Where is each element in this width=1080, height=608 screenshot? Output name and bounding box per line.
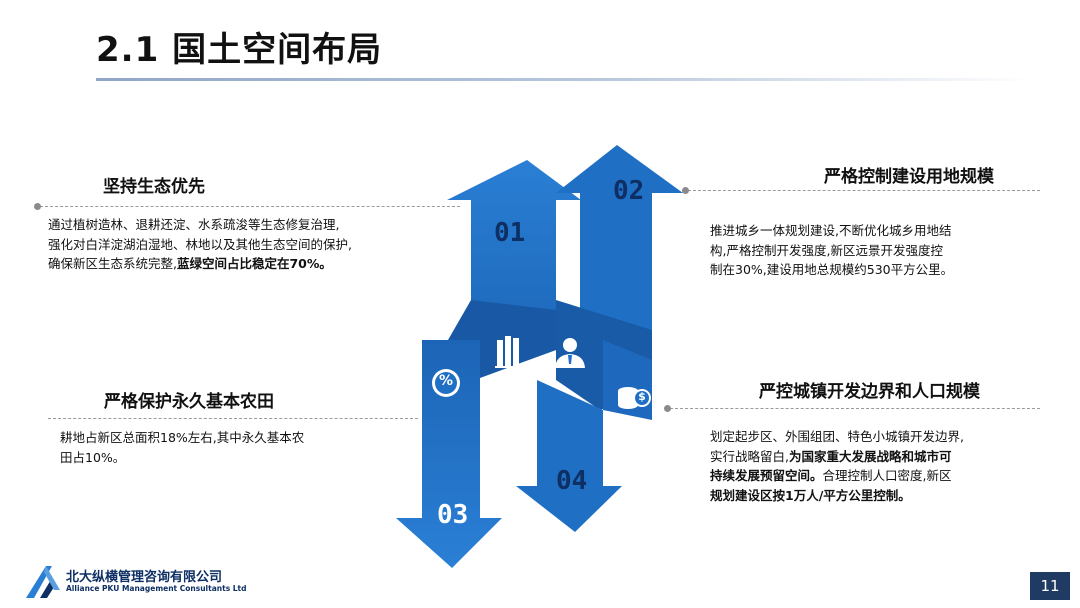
body-line-text: 确保新区生态系统完整, (48, 256, 177, 271)
arrow-04-label: 04 (556, 466, 588, 496)
section-body-farmland: 耕地占新区总面积18%左右,其中永久基本农 田占10%。 (60, 428, 400, 467)
company-name-cn: 北大纵横管理咨询有限公司 (66, 570, 223, 585)
body-line: 构,严格控制开发强度,新区远景开发强度控 (710, 242, 943, 258)
section-divider-construction (688, 190, 1040, 191)
arrow-01-label: 01 (494, 218, 526, 248)
section-dot-urban-boundary (664, 405, 671, 412)
section-body-construction: 推进城乡一体规划建设,不断优化城乡用地结 构,严格控制开发强度,新区远景开发强度… (710, 221, 1040, 280)
body-line-text: 合理控制人口密度,新区 (822, 468, 952, 483)
arrow-02-label: 02 (613, 176, 645, 206)
body-line-text: 实行战略留白, (710, 448, 789, 464)
section-body-ecology: 通过植树造林、退耕还淀、水系疏浚等生态修复治理, 强化对白洋淀湖泊湿地、林地以及… (48, 215, 448, 274)
arrow-03-shape (396, 340, 502, 568)
body-line: 实行战略留白,为国家重大发展战略和城市可 (710, 447, 1050, 467)
body-line-bold: 蓝绿空间占比稳定在70%。 (176, 256, 332, 271)
body-line: 确保新区生态系统完整,蓝绿空间占比稳定在70%。 (48, 254, 448, 274)
arrow-04-shape (516, 380, 622, 532)
section-heading-urban-boundary: 严控城镇开发边界和人口规模 (759, 382, 980, 402)
dollar-icon-glyph: $ (638, 390, 646, 403)
title-divider (96, 78, 1036, 81)
section-divider-farmland (48, 418, 418, 419)
body-line: 强化对白洋淀湖泊湿地、林地以及其他生态空间的保护, (48, 236, 352, 252)
section-divider-urban-boundary (670, 408, 1040, 409)
body-line: 推进城乡一体规划建设,不断优化城乡用地结 (710, 223, 952, 238)
section-dot-ecology (34, 203, 41, 210)
bookshelf-icon (495, 336, 521, 368)
body-line: 规划建设区按1万人/平方公里控制。 (710, 487, 911, 503)
body-line-bold: 为国家重大发展战略和城市可 (788, 448, 952, 464)
body-line: 持续发展预留空间。合理控制人口密度,新区 (710, 466, 1050, 486)
percent-icon (432, 369, 460, 397)
section-body-urban-boundary: 划定起步区、外围组团、特色小城镇开发边界, 实行战略留白,为国家重大发展战略和城… (710, 427, 1050, 505)
section-heading-farmland: 严格保护永久基本农田 (104, 392, 274, 412)
coins-icon (618, 387, 651, 409)
percent-icon-glyph: % (438, 373, 454, 389)
body-line: 耕地占新区总面积18%左右,其中永久基本农 (60, 430, 305, 445)
body-line: 划定起步区、外围组团、特色小城镇开发边界, (710, 429, 964, 444)
section-dot-construction (682, 187, 689, 194)
arrow-03-label: 03 (437, 500, 469, 530)
body-line: 田占10%。 (60, 449, 126, 465)
page-number: 11 (1030, 572, 1070, 600)
company-logo-mark (26, 566, 60, 598)
page-title: 2.1 国土空间布局 (96, 30, 383, 70)
body-line-bold: 持续发展预留空间。 (710, 468, 823, 483)
section-divider-ecology (40, 206, 460, 207)
body-line: 制在30%,建设用地总规模约530平方公里。 (710, 262, 954, 277)
company-name-en: Alliance PKU Management Consultants Ltd (66, 584, 247, 593)
person-icon (555, 338, 585, 368)
section-heading-ecology: 坚持生态优先 (103, 177, 205, 197)
section-heading-construction: 严格控制建设用地规模 (824, 167, 994, 187)
body-line: 通过植树造林、退耕还淀、水系疏浚等生态修复治理, (48, 217, 340, 232)
